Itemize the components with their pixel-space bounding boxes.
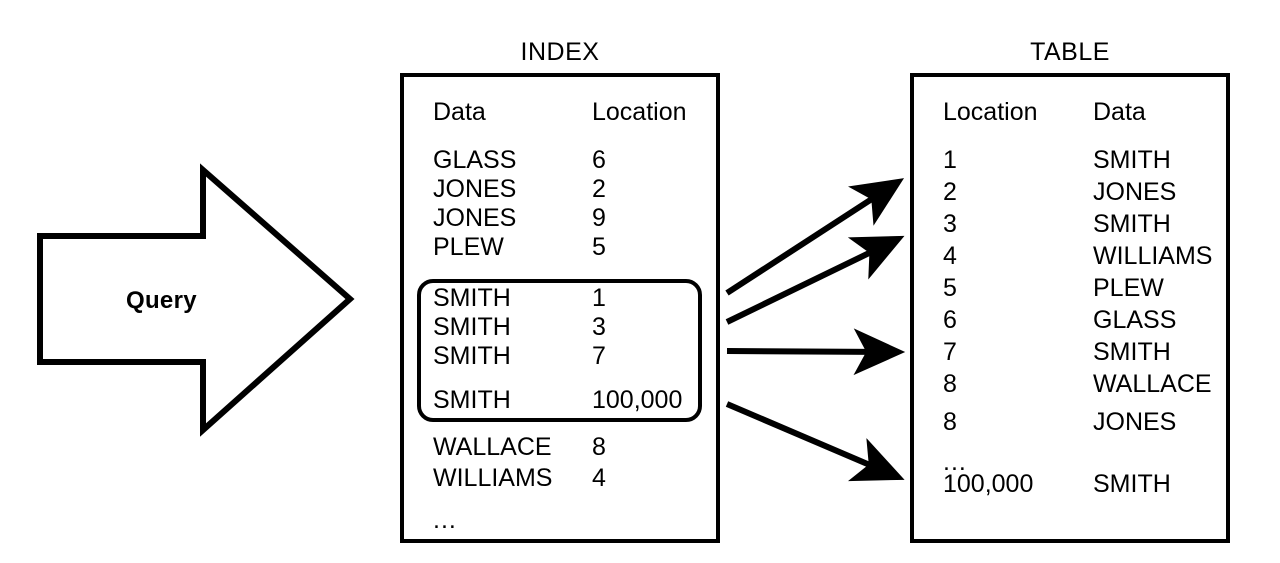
table-row-0-location: 1 <box>943 146 957 174</box>
table-row-2-location: 3 <box>943 210 957 238</box>
table-header-location: Location <box>943 98 1038 126</box>
index-header-data: Data <box>433 98 486 126</box>
table-row-7-data: WALLACE <box>1093 370 1212 398</box>
index-highlight-smith-rows <box>417 279 702 422</box>
index-row-6-location: 7 <box>592 342 606 370</box>
index-row-1-data: JONES <box>433 175 517 203</box>
table-row-1-location: 2 <box>943 178 957 206</box>
index-row-8-location: 8 <box>592 433 606 461</box>
table-panel-title: TABLE <box>1030 38 1110 66</box>
arrow-smith-7 <box>726 328 906 376</box>
index-row-4-data: SMITH <box>433 284 511 312</box>
index-row-0-data: GLASS <box>433 146 517 174</box>
table-header-data: Data <box>1093 98 1146 126</box>
table-row-4-location: 5 <box>943 274 957 302</box>
table-tail-row-location: 100,000 <box>943 470 1034 498</box>
index-header-location: Location <box>592 98 687 126</box>
index-panel-box <box>400 73 720 543</box>
index-row-6-data: SMITH <box>433 342 511 370</box>
arrow-smith-3 <box>725 235 905 325</box>
index-row-2-location: 9 <box>592 204 606 232</box>
index-trailing-ellipsis: ... <box>433 506 457 534</box>
index-row-5-data: SMITH <box>433 313 511 341</box>
index-row-4-location: 1 <box>592 284 606 312</box>
index-row-8-data: WALLACE <box>433 433 552 461</box>
table-row-7-location: 8 <box>943 370 957 398</box>
table-row-6-location: 7 <box>943 338 957 366</box>
table-row-5-data: GLASS <box>1093 306 1177 334</box>
index-row-9-location: 4 <box>592 464 606 492</box>
table-mid-ellipsis: ... <box>943 448 967 476</box>
table-tail-row-data: SMITH <box>1093 470 1171 498</box>
table-row-3-location: 4 <box>943 242 957 270</box>
index-row-7-data: SMITH <box>433 386 511 414</box>
index-panel-title: INDEX <box>520 38 600 66</box>
index-row-3-data: PLEW <box>433 233 504 261</box>
table-row-3-data: WILLIAMS <box>1093 242 1213 270</box>
index-row-1-location: 2 <box>592 175 606 203</box>
table-row-2-data: SMITH <box>1093 210 1171 238</box>
index-row-9-data: WILLIAMS <box>433 464 553 492</box>
index-row-0-location: 6 <box>592 146 606 174</box>
table-row-4-data: PLEW <box>1093 274 1164 302</box>
index-row-2-data: JONES <box>433 204 517 232</box>
table-row-0-data: SMITH <box>1093 146 1171 174</box>
table-row-1-data: JONES <box>1093 178 1177 206</box>
table-row-8-data: JONES <box>1093 408 1177 436</box>
index-row-5-location: 3 <box>592 313 606 341</box>
table-panel-box <box>910 73 1230 543</box>
index-row-3-location: 5 <box>592 233 606 261</box>
table-row-5-location: 6 <box>943 306 957 334</box>
index-row-7-location: 100,000 <box>592 386 683 414</box>
arrow-smith-100000 <box>725 401 905 482</box>
arrow-smith-1 <box>725 178 905 296</box>
table-row-6-data: SMITH <box>1093 338 1171 366</box>
query-label: Query <box>126 287 197 314</box>
table-row-8-location: 8 <box>943 408 957 436</box>
